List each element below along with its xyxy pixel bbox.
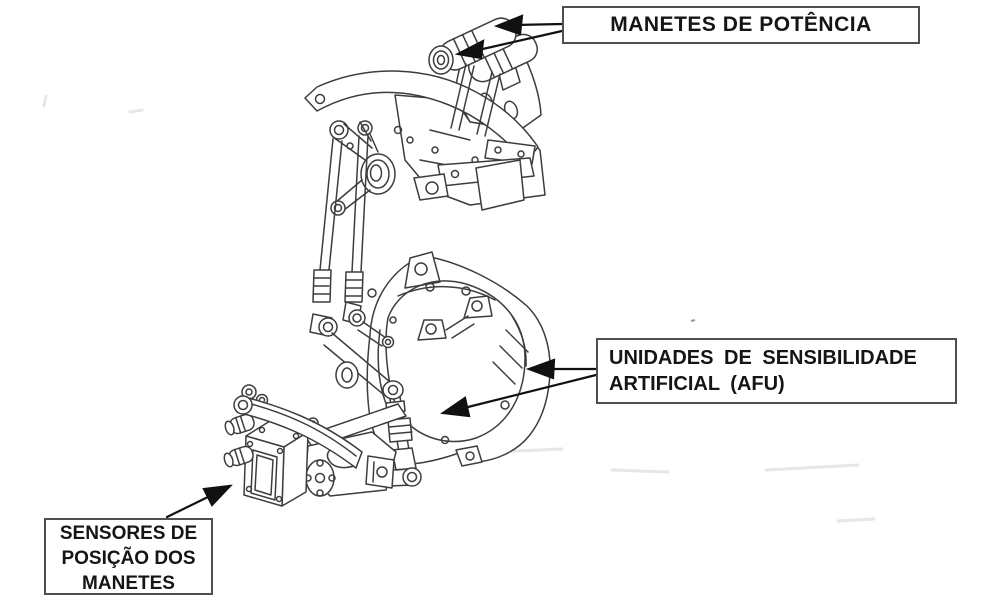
label-afu: UNIDADES DE SENSIBILIDADE ARTIFICIAL (AF… [596, 338, 957, 404]
leader-arrows [165, 14, 598, 519]
position-sensors-drawing [223, 384, 407, 507]
arrowhead [525, 358, 556, 380]
label-power-levers-text: MANETES DE POTÊNCIA [610, 13, 872, 36]
throttle-quadrant-drawing [304, 17, 546, 216]
arrow-afu-1 [525, 358, 598, 380]
arrow-power-lever-2 [454, 29, 564, 60]
arrow-afu-2 [439, 373, 598, 418]
label-afu-line1: UNIDADES DE SENSIBILIDADE [609, 347, 917, 369]
label-position-sensors-line2: POSIÇÃO DOS [61, 548, 196, 569]
stray-dots [530, 319, 696, 324]
pushrods-drawing [309, 135, 395, 395]
arrowhead [202, 484, 233, 507]
afu-housing-drawing [366, 251, 551, 467]
arrowhead [493, 14, 524, 36]
arrowhead [454, 39, 485, 60]
label-position-sensors-line3: MANETES [82, 573, 175, 594]
scan-artifacts [42, 94, 876, 523]
label-position-sensors: SENSORES DE POSIÇÃO DOS MANETES [44, 518, 213, 595]
arrow-power-lever-1 [493, 14, 564, 36]
label-position-sensors-line1: SENSORES DE [59, 523, 198, 544]
label-power-levers: MANETES DE POTÊNCIA [562, 6, 920, 44]
arrow-sensors [165, 484, 233, 519]
label-afu-line2: ARTIFICIAL (AFU) [609, 373, 785, 395]
arrowhead [439, 396, 471, 418]
